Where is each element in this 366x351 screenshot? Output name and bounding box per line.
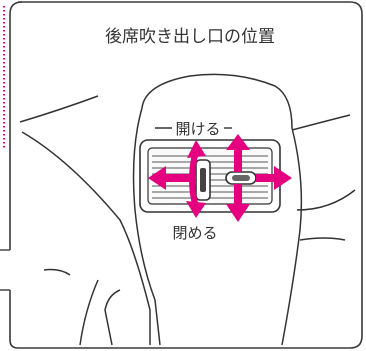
frame-border	[9, 1, 363, 349]
open-label-group: 開ける	[155, 120, 232, 138]
four-way-arrows-icon	[148, 134, 292, 222]
direction-knob	[225, 171, 257, 185]
close-label: 閉める	[172, 224, 217, 242]
open-close-arrows-icon	[186, 140, 206, 218]
open-label: 開ける	[175, 120, 220, 138]
console-outline	[19, 73, 356, 346]
frame-border-top-left	[9, 1, 23, 250]
diagram-title: 後席吹き出し口の位置	[105, 27, 275, 47]
vent-dial	[195, 159, 211, 201]
